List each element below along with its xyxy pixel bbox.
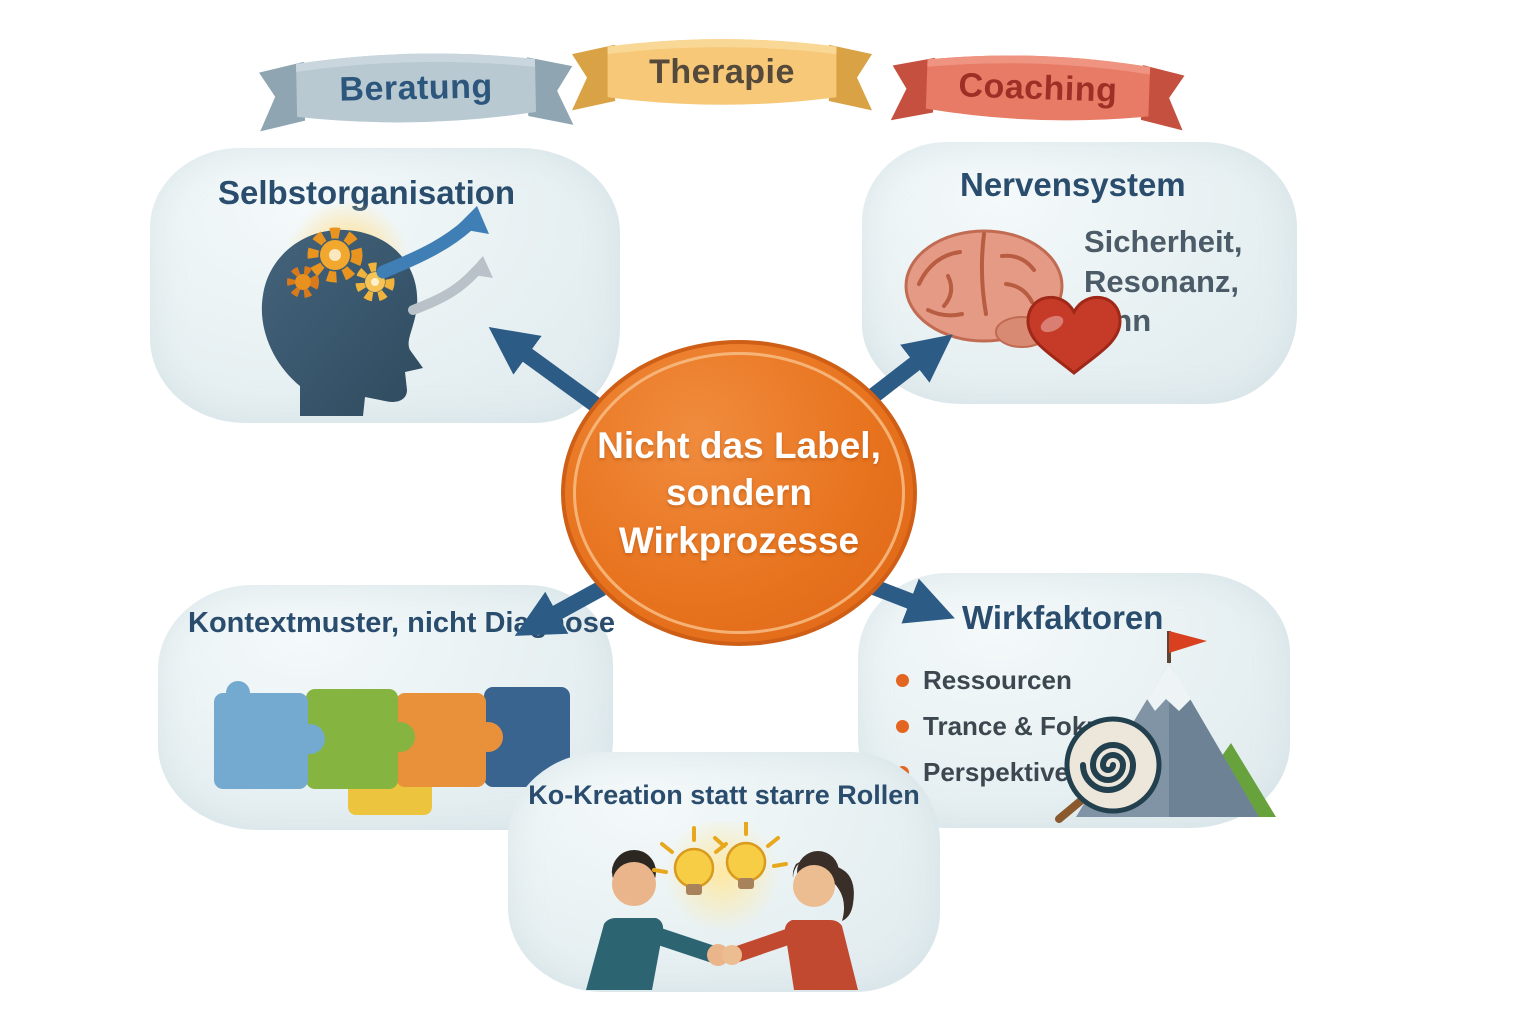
- faint-arrow-icon: [408, 265, 482, 315]
- bullet-dot-icon: [896, 720, 909, 733]
- ribbon-therapie-banner-icon: [572, 39, 872, 111]
- heart-icon: [1026, 295, 1122, 375]
- bullet-dot-icon: [896, 674, 909, 687]
- ribbon-beratung: Beratung: [257, 37, 575, 138]
- ribbon-coaching: Coaching: [890, 35, 1185, 139]
- man-icon: [586, 850, 729, 990]
- center-line: Wirkprozesse: [618, 519, 860, 561]
- kokreation-title: Ko-Kreation statt starre Rollen: [528, 780, 920, 810]
- puzzle-piece-icon: [484, 687, 570, 787]
- wirkfaktoren-title: Wirkfaktoren: [962, 599, 1164, 636]
- keyword-line: Sicherheit,: [1084, 224, 1243, 259]
- ribbon-beratung-banner-icon: [258, 53, 574, 132]
- puzzle-pieces-icon: [214, 681, 570, 815]
- puzzle-piece-icon: [306, 689, 415, 789]
- panel-selbstorganisation: Selbstorganisation: [150, 148, 620, 423]
- mountain-spiral-icon: [1055, 631, 1276, 823]
- ribbon-coaching-label: Coaching: [957, 65, 1119, 110]
- two-people-cocreation-icon: [586, 822, 858, 990]
- center-line: sondern: [666, 472, 812, 514]
- kontextmuster-title: Kontextmuster, nicht Diagnose: [188, 607, 616, 639]
- panel-nervensystem: Nervensystem Sicherheit, Resonanz, Sinn: [862, 142, 1297, 404]
- puzzle-piece-icon: [214, 681, 325, 789]
- puzzle-piece-icon: [396, 693, 503, 787]
- keyword-line: Resonanz,: [1084, 263, 1240, 299]
- list-item: Ressourcen: [896, 665, 1117, 696]
- lightbulb-icon: [713, 822, 788, 889]
- ribbon-therapie-label: Therapie: [649, 52, 795, 91]
- center-line: Nicht das Label,: [597, 424, 881, 466]
- woman-icon: [722, 851, 858, 990]
- panel-wirkfaktoren: Wirkfaktoren Ressourcen Trance & Fokus P…: [858, 573, 1290, 828]
- brain-heart-icon: [904, 229, 1122, 375]
- ribbon-coaching-banner-icon: [890, 55, 1185, 131]
- bullet-label: Ressourcen: [923, 665, 1072, 695]
- head-gears-icon: [261, 200, 493, 416]
- center-statement-text: Nicht das Label, sondern Wirkprozesse: [579, 422, 899, 564]
- ribbon-beratung-label: Beratung: [339, 66, 494, 109]
- gear-icon: [287, 266, 319, 298]
- nervensystem-keywords: Sicherheit, Resonanz, Sinn: [1084, 222, 1243, 341]
- panel-kokreation: Ko-Kreation statt starre Rollen: [508, 752, 940, 992]
- ribbon-therapie: Therapie: [572, 26, 872, 116]
- panel-kontextmuster: Kontextmuster, nicht Diagnose: [158, 585, 616, 830]
- spiral-icon: [1055, 716, 1162, 823]
- gear-icon: [307, 227, 363, 283]
- nervensystem-title: Nervensystem: [960, 166, 1186, 203]
- center-statement-ellipse: Nicht das Label, sondern Wirkprozesse: [561, 340, 917, 646]
